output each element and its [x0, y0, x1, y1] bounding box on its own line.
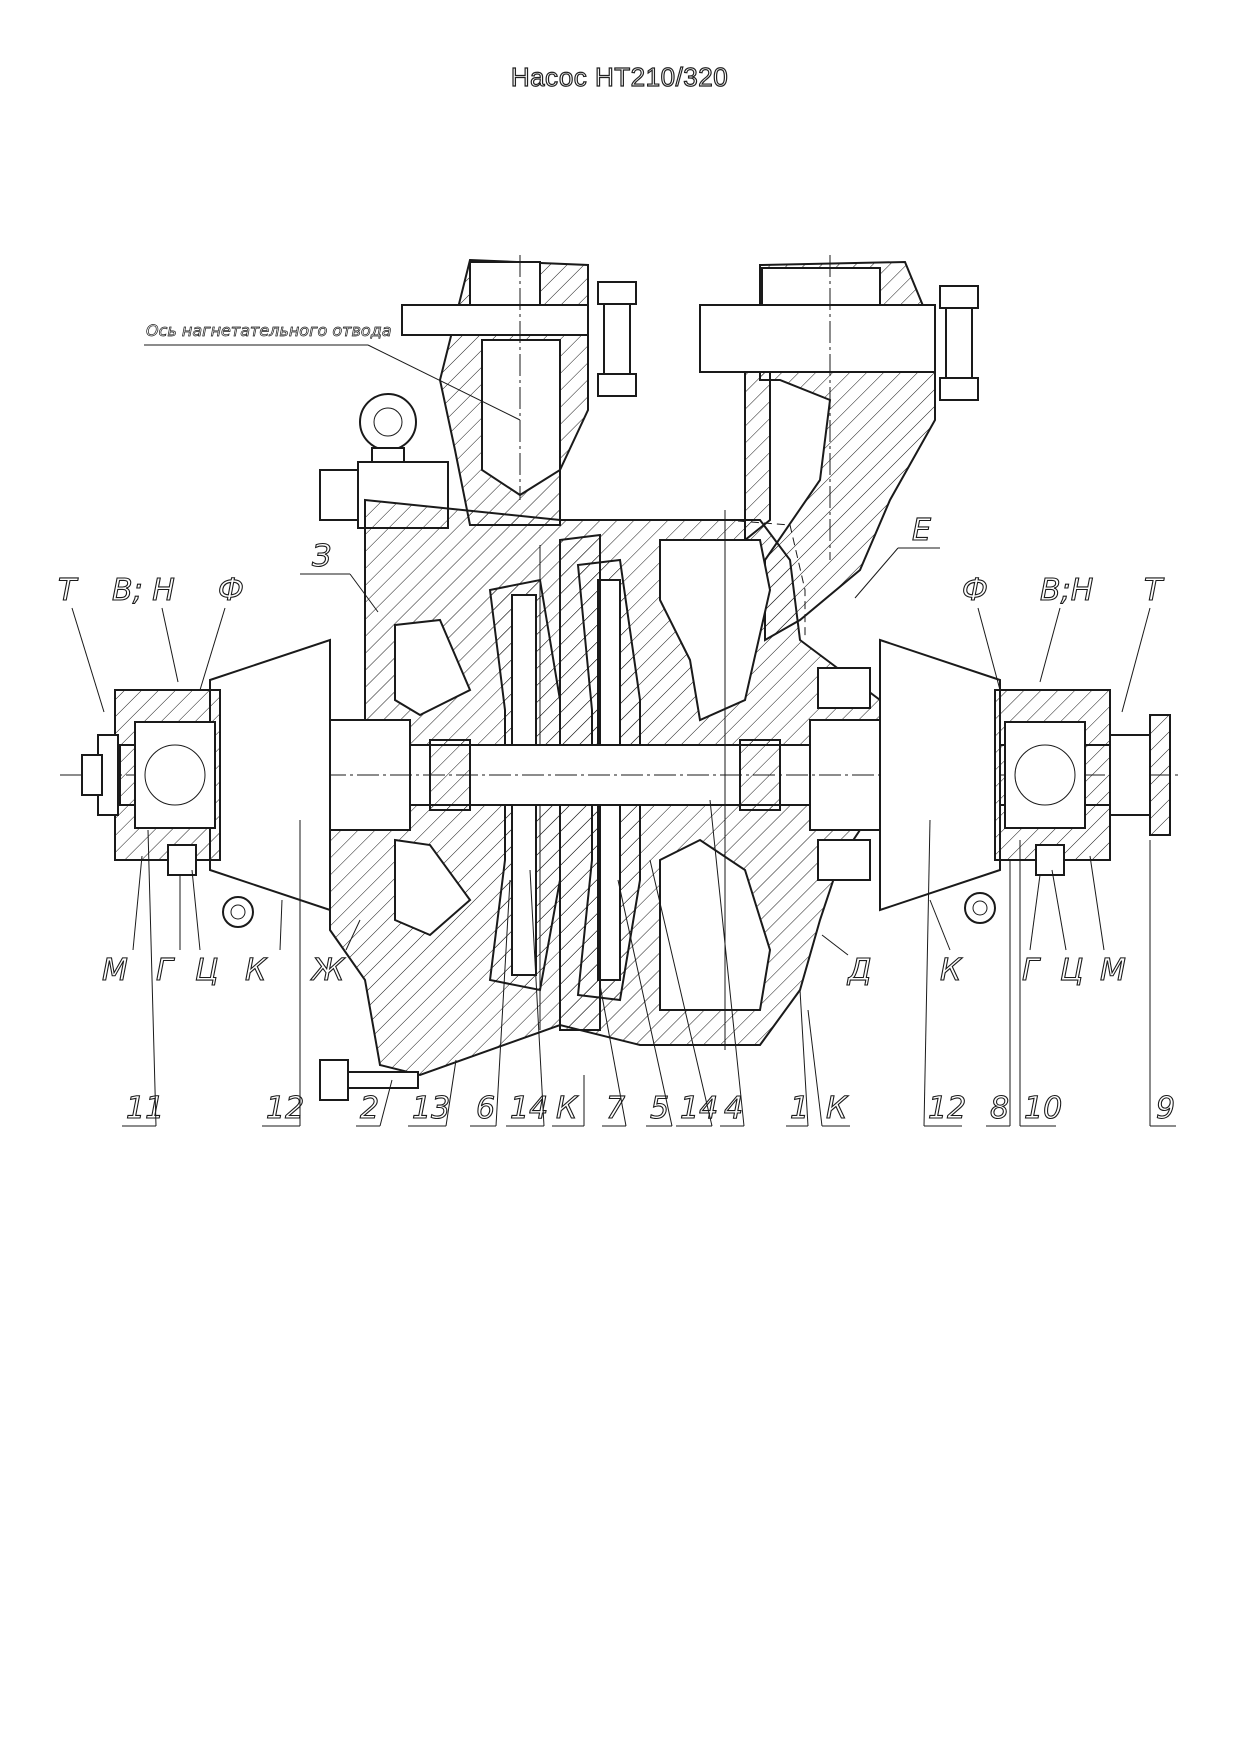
- part-label-12-left: 12: [266, 1091, 304, 1126]
- callout-D-right: Д: [846, 953, 871, 988]
- eye-bolt: [359, 393, 417, 469]
- discharge-axis-callout: Ось нагнетательного отвода: [144, 321, 521, 421]
- callout-VN-left: В; Н: [112, 573, 175, 608]
- left-bottom-callouts: М Г Ц К Ж: [101, 855, 361, 989]
- part-label-9: 9: [1156, 1091, 1175, 1126]
- callout-Z-left: З: [312, 539, 331, 574]
- part-label-K-bottom: К: [556, 1091, 579, 1126]
- right-top-callouts: Е Ф В;Н Т: [854, 512, 1166, 713]
- part-label-11: 11: [126, 1091, 164, 1126]
- callout-F-right: Ф: [962, 573, 988, 608]
- part-label-12-right: 12: [928, 1091, 966, 1126]
- callout-Zh-left: Ж: [310, 953, 346, 988]
- callout-T-right: Т: [1144, 573, 1165, 608]
- callout-F-left: Ф: [218, 573, 244, 608]
- page-title: Насос НТ210/320: [510, 61, 729, 92]
- callout-VN-right: В;Н: [1040, 573, 1093, 608]
- part-label-5: 5: [650, 1091, 669, 1126]
- callout-M-right: М: [1100, 953, 1126, 988]
- right-bottom-callouts: Д К Г Ц М: [821, 855, 1127, 989]
- part-label-6: 6: [476, 1091, 495, 1126]
- right-bearing-housing: [879, 638, 1171, 924]
- callout-Ts-right: Ц: [1060, 953, 1083, 988]
- part-label-1: 1: [790, 1091, 809, 1126]
- part-label-2: 2: [360, 1091, 379, 1126]
- part-label-8: 8: [990, 1091, 1009, 1126]
- left-top-callouts: Т В; Н Ф З: [57, 538, 379, 713]
- hidden-channel: [724, 519, 806, 640]
- left-flange-bolt: [597, 281, 637, 397]
- callout-K-right: К: [940, 953, 963, 988]
- right-flange-bolt: [939, 285, 979, 401]
- left-bearing-housing: [81, 638, 331, 928]
- drain-bolt: [319, 1059, 419, 1101]
- part-label-14-right: 14: [680, 1091, 718, 1126]
- callout-G-left: Г: [156, 953, 175, 988]
- part-label-13: 13: [412, 1091, 450, 1126]
- part-label-4: 4: [724, 1091, 743, 1126]
- callout-E-right: Е: [912, 513, 931, 548]
- part-label-7: 7: [606, 1091, 625, 1126]
- right-discharge-branch: [699, 255, 936, 642]
- part-label-K-right: К: [826, 1091, 849, 1126]
- callout-G-right: Г: [1022, 953, 1041, 988]
- axis-note-text: Ось нагнетательного отвода: [146, 321, 392, 340]
- callout-Ts-left: Ц: [195, 953, 218, 988]
- part-label-10: 10: [1024, 1091, 1062, 1126]
- callout-T-left: Т: [58, 573, 79, 608]
- callout-K-left: К: [245, 953, 268, 988]
- callout-M-left: М: [102, 953, 128, 988]
- part-number-row: 11 12 2 13 6 14 К 7 5 14 4 1 К 12 8 10 9: [122, 799, 1176, 1127]
